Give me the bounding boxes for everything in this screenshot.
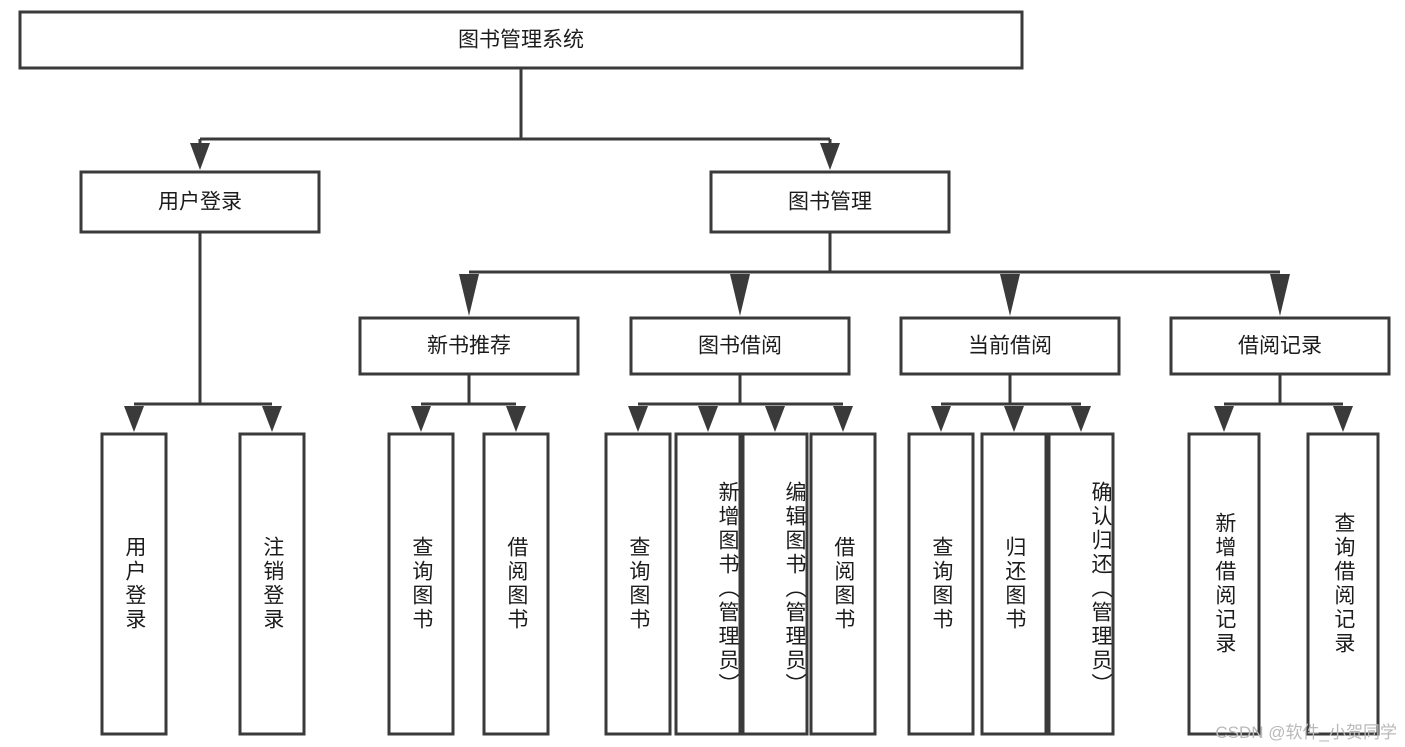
leaf-rect-edit-book-admin[interactable]: [741, 432, 809, 736]
arrow-head-icon: [506, 406, 526, 432]
csdn-watermark: CSDN @软件_小贺同学: [1215, 723, 1397, 742]
arrow-head-icon: [1214, 406, 1234, 432]
connector-group-userlogin: [124, 232, 282, 432]
node-root-label: 图书管理系统: [458, 29, 584, 52]
node-current-borrow-label: 当前借阅: [968, 335, 1052, 358]
arrow-head-icon: [124, 406, 144, 432]
arrow-head-icon: [628, 406, 648, 432]
node-current-borrow[interactable]: 当前借阅: [899, 316, 1121, 376]
arrow-head-icon: [765, 406, 785, 432]
node-book-borrow-label: 图书借阅: [698, 335, 782, 358]
node-book-management[interactable]: 图书管理: [709, 170, 951, 234]
connector-group-current: [931, 374, 1091, 432]
arrow-head-icon: [1000, 274, 1020, 316]
node-book-borrow-rect: [629, 316, 851, 376]
node-new-book-recommend-label: 新书推荐: [427, 335, 511, 358]
leaf-rect-borrow-book-2[interactable]: [809, 432, 877, 736]
arrow-head-icon: [730, 274, 750, 316]
leaf-rect-borrow-book-1[interactable]: [482, 432, 550, 736]
node-book-borrow[interactable]: 图书借阅: [629, 316, 851, 376]
node-root-rect: [18, 10, 1024, 70]
node-root[interactable]: 图书管理系统: [18, 10, 1024, 70]
node-user-login[interactable]: 用户登录: [79, 170, 321, 234]
leaf-rect-query-borrow-record[interactable]: [1306, 432, 1380, 736]
node-borrow-record-rect: [1169, 316, 1391, 376]
connector-group-bookmgmt: [459, 232, 1290, 316]
arrow-head-icon: [698, 406, 718, 432]
arrow-head-icon: [1071, 406, 1091, 432]
connector-group-record: [1214, 374, 1353, 432]
node-new-book-recommend-rect: [358, 316, 580, 376]
leaf-rect-user-login[interactable]: [100, 432, 168, 736]
leaf-rect-confirm-return-admin[interactable]: [1047, 432, 1115, 736]
node-current-borrow-rect: [899, 316, 1121, 376]
node-user-login-rect: [79, 170, 321, 234]
connector-group-borrow: [628, 374, 853, 432]
arrow-head-icon: [833, 406, 853, 432]
leaf-rect-return-book[interactable]: [980, 432, 1048, 736]
node-borrow-record[interactable]: 借阅记录: [1169, 316, 1391, 376]
node-user-login-label: 用户登录: [158, 191, 242, 214]
arrow-head-icon: [931, 406, 951, 432]
leaf-rect-group: [100, 432, 1380, 736]
leaf-rect-logout[interactable]: [238, 432, 306, 736]
leaf-rect-add-book-admin[interactable]: [674, 432, 742, 736]
connector-group-root: [190, 68, 840, 170]
leaf-rect-query-book-1[interactable]: [387, 432, 455, 736]
leaf-rect-query-book-3[interactable]: [907, 432, 975, 736]
arrow-head-icon: [459, 274, 479, 316]
leaf-rect-add-borrow-record[interactable]: [1187, 432, 1261, 736]
node-borrow-record-label: 借阅记录: [1238, 335, 1322, 358]
arrow-head-icon: [411, 406, 431, 432]
arrow-head-icon: [1270, 274, 1290, 316]
arrow-head-icon: [190, 143, 210, 170]
arrow-head-icon: [820, 143, 840, 170]
connector-group-newbook: [411, 374, 526, 432]
arrow-head-icon: [1004, 406, 1024, 432]
node-book-management-label: 图书管理: [788, 191, 872, 214]
arrow-head-icon: [1333, 406, 1353, 432]
node-new-book-recommend[interactable]: 新书推荐: [358, 316, 580, 376]
arrow-head-icon: [262, 406, 282, 432]
node-book-management-rect: [709, 170, 951, 234]
leaf-rect-query-book-2[interactable]: [604, 432, 672, 736]
